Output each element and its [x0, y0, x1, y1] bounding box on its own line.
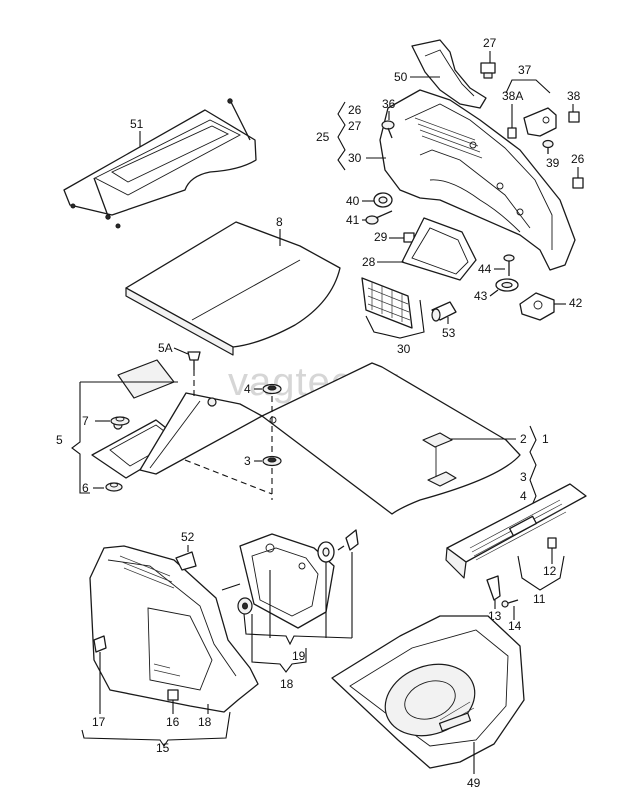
part-49-spare-wheel-well: [331, 615, 525, 769]
part-12-clip: [547, 537, 557, 549]
callout-12: 12: [543, 564, 557, 578]
callout-36: 36: [382, 97, 396, 111]
callout-41: 41: [346, 213, 360, 227]
callout-27b: 27: [348, 119, 362, 133]
bracket-11: [517, 555, 565, 591]
callout-15: 15: [156, 741, 170, 755]
callout-19: 19: [292, 649, 306, 663]
callout-53: 53: [442, 326, 456, 340]
part-36-screw: [381, 120, 395, 139]
part-13-bracket: [486, 575, 501, 601]
part-17-clip: [93, 635, 107, 653]
callout-44: 44: [478, 262, 492, 276]
part-53-light: [431, 301, 457, 322]
bracket-18: [251, 614, 307, 673]
callout-5A: 5A: [158, 341, 173, 355]
part-16-clip: [167, 689, 179, 701]
callout-14: 14: [508, 619, 522, 633]
bracket-30: [365, 299, 425, 339]
part-28-side-pocket: [401, 217, 477, 281]
part-cover-knob: [337, 529, 359, 551]
callout-2: 2: [520, 432, 527, 446]
callout-30b: 30: [397, 342, 411, 356]
callout-7: 7: [82, 414, 89, 428]
bracket-25: [337, 101, 346, 171]
bracket-5: [71, 381, 92, 494]
leader-5A: [173, 347, 189, 355]
part-38A-clip: [507, 127, 517, 139]
callout-3b: 3: [520, 470, 527, 484]
part-52-cup: [175, 551, 197, 571]
part-37-bracket: [523, 107, 557, 137]
part-26-clip: [572, 177, 584, 189]
part-15-side-trim-left: [89, 545, 259, 713]
callout-26a: 26: [348, 103, 362, 117]
part-11-sill-trim: [445, 483, 587, 579]
part-5A-pin: [187, 351, 201, 370]
callout-8: 8: [276, 215, 283, 229]
callout-3a: 3: [244, 454, 251, 468]
callout-30a: 30: [348, 151, 362, 165]
callout-28: 28: [362, 255, 376, 269]
part-51-luggage-cover: [63, 98, 257, 229]
callout-11: 11: [533, 592, 546, 606]
callout-27a: 27: [483, 36, 497, 50]
part-43-washer: [495, 278, 519, 292]
callout-51: 51: [130, 117, 144, 131]
part-6-grommet: [105, 482, 123, 492]
part-4-grommet: [262, 383, 282, 395]
leader-43: [489, 289, 499, 297]
callout-40: 40: [346, 194, 360, 208]
bracket-19: [243, 613, 353, 646]
part-41-screw: [365, 210, 393, 225]
part-19-side-cover: [239, 533, 335, 629]
callout-18a: 18: [280, 677, 294, 691]
part-40-cap: [373, 192, 393, 208]
callout-29: 29: [374, 230, 388, 244]
callout-4a: 4: [244, 382, 251, 396]
bracket-1: [529, 425, 537, 511]
part-5-storage-tray: [91, 359, 263, 479]
callout-26b: 26: [571, 152, 585, 166]
callout-4b: 4: [520, 489, 527, 503]
part-3-grommet: [262, 455, 282, 467]
part-cover-washer: [237, 597, 253, 615]
callout-37: 37: [518, 63, 532, 77]
part-cover-fastener: [317, 541, 335, 563]
part-42-lashing-eye: [519, 292, 555, 321]
part-38-clip: [568, 111, 580, 123]
part-14-screw: [501, 599, 519, 608]
callout-5: 5: [56, 433, 63, 447]
part-44-bolt: [503, 254, 515, 276]
part-7-grommet: [110, 416, 130, 426]
part-30-net: [361, 277, 413, 329]
part-1-floor-mat: [261, 362, 521, 515]
callout-38: 38: [567, 89, 581, 103]
callout-39: 39: [546, 156, 560, 170]
callout-49: 49: [467, 776, 481, 790]
callout-43: 43: [474, 289, 488, 303]
callout-18b: 18: [198, 715, 212, 729]
callout-25: 25: [316, 130, 330, 144]
part-25-side-trim: [379, 89, 576, 271]
leader-washer: [221, 583, 241, 591]
callout-50: 50: [394, 70, 408, 84]
callout-38A: 38A: [502, 89, 523, 103]
bracket-15: [81, 711, 231, 747]
bracket-37: [505, 79, 551, 94]
callout-1: 1: [542, 432, 549, 446]
part-39-screw: [542, 139, 554, 154]
dash-tray: [184, 459, 273, 495]
callout-52: 52: [181, 530, 195, 544]
callout-6: 6: [82, 481, 89, 495]
part-8-floor-panel: [125, 221, 341, 356]
callout-16: 16: [166, 715, 180, 729]
callout-17: 17: [92, 715, 106, 729]
part-27-clip: [480, 62, 496, 79]
callout-42: 42: [569, 296, 583, 310]
part-50-grab-handle: [411, 39, 487, 109]
